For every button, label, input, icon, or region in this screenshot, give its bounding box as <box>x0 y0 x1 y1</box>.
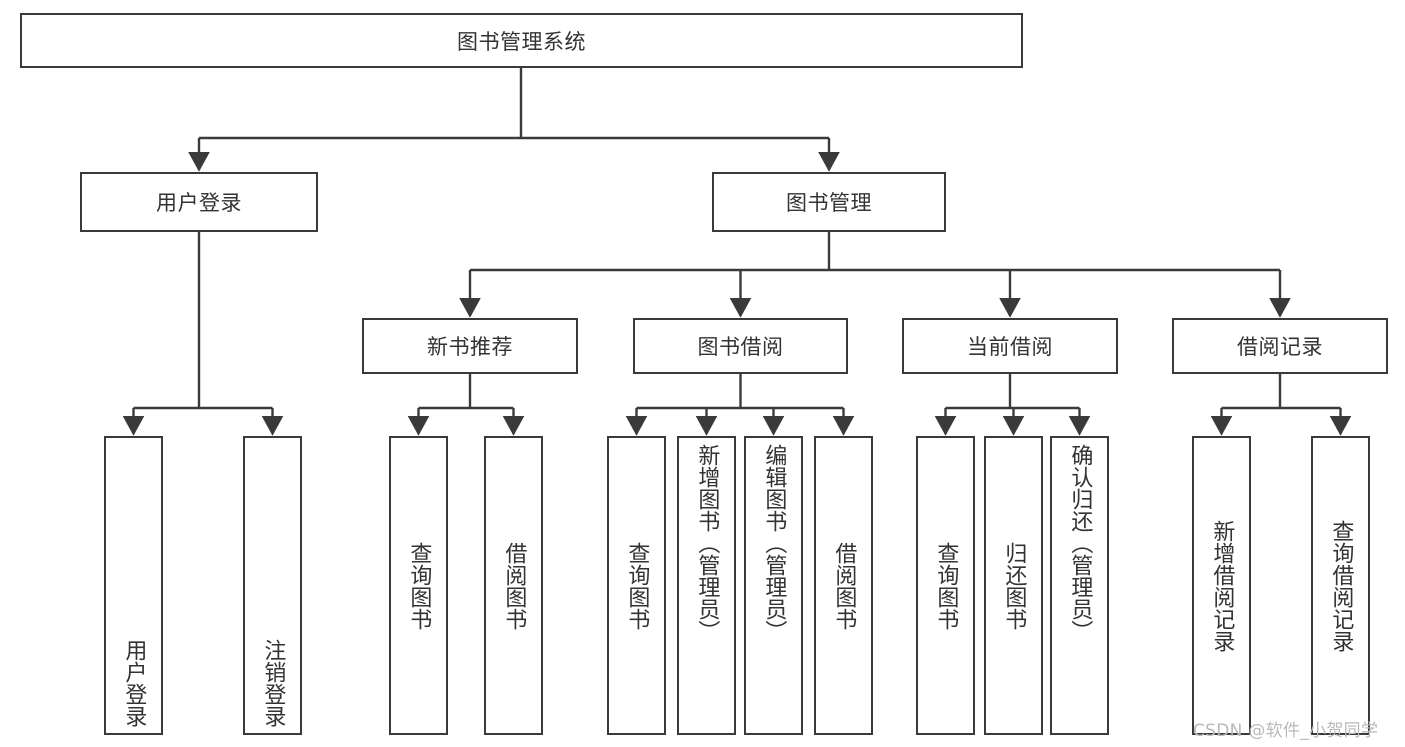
node-label: 归还图书 <box>1001 541 1027 630</box>
node-label: 借阅图书 <box>831 541 857 630</box>
node-leaf-leaf-logout[interactable]: 注销登录 <box>243 436 302 735</box>
node-label: 确认归还（管理员） <box>1067 444 1093 642</box>
node-leaf-leaf-edit-book[interactable]: 编辑图书（管理员） <box>744 436 803 735</box>
node-l3-borrow-record[interactable]: 借阅记录 <box>1172 318 1388 374</box>
node-l3-new-book-rec[interactable]: 新书推荐 <box>362 318 578 374</box>
node-leaf-leaf-query-record[interactable]: 查询借阅记录 <box>1311 436 1370 735</box>
node-root-root[interactable]: 图书管理系统 <box>20 13 1023 68</box>
node-leaf-leaf-confirm-return[interactable]: 确认归还（管理员） <box>1050 436 1109 735</box>
node-label: 用户登录 <box>121 639 147 727</box>
node-label: 查询图书 <box>406 541 432 630</box>
node-label: 新增图书（管理员） <box>694 444 720 642</box>
node-label: 查询图书 <box>624 541 650 630</box>
node-label: 新书推荐 <box>427 335 513 359</box>
node-label: 编辑图书（管理员） <box>761 444 787 642</box>
node-leaf-leaf-borrow-book-rec[interactable]: 借阅图书 <box>484 436 543 735</box>
node-leaf-leaf-query-book-cur[interactable]: 查询图书 <box>916 436 975 735</box>
node-label: 查询借阅记录 <box>1328 519 1354 652</box>
node-leaf-leaf-query-book-bor[interactable]: 查询图书 <box>607 436 666 735</box>
node-l3-current-borrow[interactable]: 当前借阅 <box>902 318 1118 374</box>
node-label: 图书管理 <box>786 191 872 215</box>
node-label: 图书管理系统 <box>457 29 586 54</box>
node-label: 注销登录 <box>260 639 286 727</box>
node-leaf-leaf-add-book[interactable]: 新增图书（管理员） <box>677 436 736 735</box>
node-label: 借阅记录 <box>1237 335 1323 359</box>
node-leaf-leaf-borrow-book-bor[interactable]: 借阅图书 <box>814 436 873 735</box>
node-l3-book-borrow[interactable]: 图书借阅 <box>633 318 848 374</box>
watermark-label: CSDN @软件_小贺同学 <box>1193 721 1379 741</box>
node-l2-user-login[interactable]: 用户登录 <box>80 172 318 232</box>
node-leaf-leaf-query-book-rec[interactable]: 查询图书 <box>389 436 448 735</box>
node-label: 用户登录 <box>156 191 242 215</box>
node-label: 当前借阅 <box>967 335 1053 359</box>
node-leaf-leaf-add-record[interactable]: 新增借阅记录 <box>1192 436 1251 735</box>
node-label: 借阅图书 <box>501 541 527 630</box>
node-label: 新增借阅记录 <box>1209 519 1235 652</box>
node-label: 查询图书 <box>933 541 959 630</box>
node-l2-book-manage[interactable]: 图书管理 <box>712 172 946 232</box>
node-label: 图书借阅 <box>697 335 784 359</box>
node-leaf-leaf-user-login[interactable]: 用户登录 <box>104 436 163 735</box>
node-leaf-leaf-return-book[interactable]: 归还图书 <box>984 436 1043 735</box>
